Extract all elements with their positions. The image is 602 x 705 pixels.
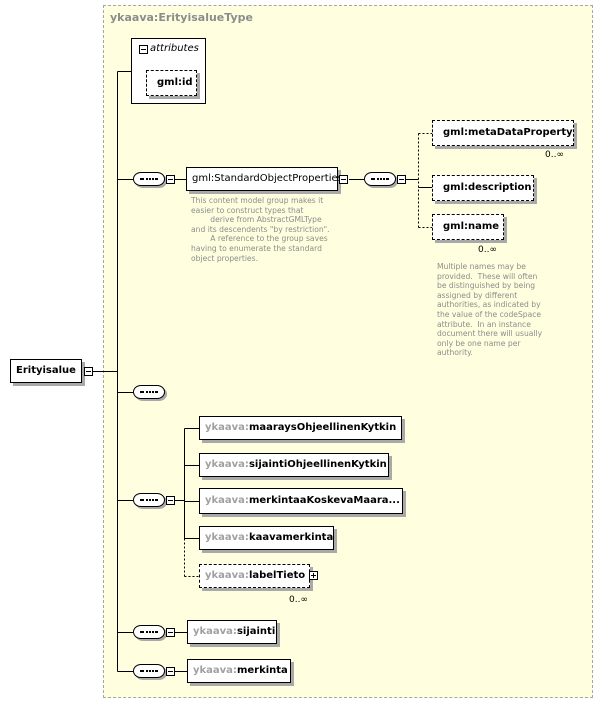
- element-prefix: ykaava:: [205, 495, 249, 506]
- group-node[interactable]: gml:StandardObjectProperties: [186, 167, 343, 191]
- element-gml-description[interactable]: gml:description: [432, 175, 534, 201]
- expand-icon[interactable]: [309, 571, 318, 580]
- element-prefix: ykaava:: [205, 459, 249, 470]
- element-sijainti[interactable]: ykaava:sijainti: [187, 620, 277, 644]
- element-prefix: ykaava:: [193, 665, 237, 676]
- collapse-icon[interactable]: [166, 667, 175, 676]
- attribute-gml-id[interactable]: gml:id: [146, 70, 197, 96]
- element-name: labelTieto: [248, 570, 306, 581]
- element-name: kaavamerkinta: [248, 532, 334, 543]
- element-name: gml:name: [443, 221, 500, 232]
- sequence-compositor[interactable]: [364, 172, 396, 186]
- collapse-icon[interactable]: [84, 367, 93, 376]
- element-name: sijainti: [236, 626, 276, 637]
- element-sijaintiohjeellinenkytkin[interactable]: ykaava:sijaintiOhjeellinenKytkin: [199, 453, 389, 477]
- sequence-dots-icon: [371, 178, 389, 180]
- sequence-dots-icon: [140, 670, 158, 672]
- sequence-compositor[interactable]: [133, 625, 165, 639]
- sequence-dots-icon: [140, 631, 158, 633]
- collapse-icon[interactable]: [166, 628, 175, 637]
- collapse-icon[interactable]: [139, 45, 148, 54]
- element-prefix: ykaava:: [193, 626, 237, 637]
- element-merkinta[interactable]: ykaava:merkinta: [187, 659, 291, 683]
- element-name: merkintaaKoskevaMaara...: [248, 495, 400, 506]
- root-element-node[interactable]: Erityisalue: [10, 359, 82, 383]
- group-documentation: This content model group makes it easier…: [191, 196, 330, 263]
- collapse-icon[interactable]: [166, 175, 175, 184]
- sequence-compositor[interactable]: [133, 385, 165, 399]
- sequence-dots-icon: [140, 178, 158, 180]
- element-prefix: ykaava:: [205, 570, 249, 581]
- element-prefix: ykaava:: [205, 532, 249, 543]
- element-name: merkinta: [236, 665, 288, 676]
- element-documentation: Multiple names may be provided. These wi…: [437, 262, 543, 358]
- sequence-compositor[interactable]: [133, 493, 165, 507]
- group-name: gml:StandardObjectProperties: [192, 173, 343, 184]
- element-name: sijaintiOhjeellinenKytkin: [248, 459, 387, 470]
- occurrence-label: 0..∞: [545, 150, 564, 160]
- collapse-icon[interactable]: [166, 496, 175, 505]
- element-prefix: ykaava:: [205, 422, 249, 433]
- element-gml-metadataproperty[interactable]: gml:metaDataProperty: [432, 120, 574, 146]
- occurrence-label: 0..∞: [478, 245, 497, 255]
- type-title: ykaava:ErityisalueType: [110, 11, 253, 24]
- element-name: gml:metaDataProperty: [443, 127, 573, 138]
- element-gml-name[interactable]: gml:name: [432, 214, 504, 240]
- sequence-dots-icon: [140, 499, 158, 501]
- sequence-dots-icon: [140, 391, 158, 393]
- sequence-compositor[interactable]: [133, 664, 165, 678]
- element-labeltieto[interactable]: ykaava:labelTieto: [199, 564, 310, 588]
- element-name: gml:description: [443, 182, 532, 193]
- attributes-label: attributes: [150, 43, 199, 54]
- collapse-icon[interactable]: [339, 175, 348, 184]
- element-merkintaakoskevamaara[interactable]: ykaava:merkintaaKoskevaMaara...: [199, 488, 403, 514]
- element-name: maaraysOhjeellinenKytkin: [248, 422, 397, 433]
- element-kaavamerkinta[interactable]: ykaava:kaavamerkinta: [199, 526, 334, 550]
- root-element-label: Erityisalue: [16, 365, 76, 376]
- element-maaraysohjeellinenkytkin[interactable]: ykaava:maaraysOhjeellinenKytkin: [199, 416, 402, 440]
- sequence-compositor[interactable]: [133, 172, 165, 186]
- attribute-name: gml:id: [157, 77, 193, 88]
- collapse-icon[interactable]: [397, 175, 406, 184]
- occurrence-label: 0..∞: [289, 595, 308, 605]
